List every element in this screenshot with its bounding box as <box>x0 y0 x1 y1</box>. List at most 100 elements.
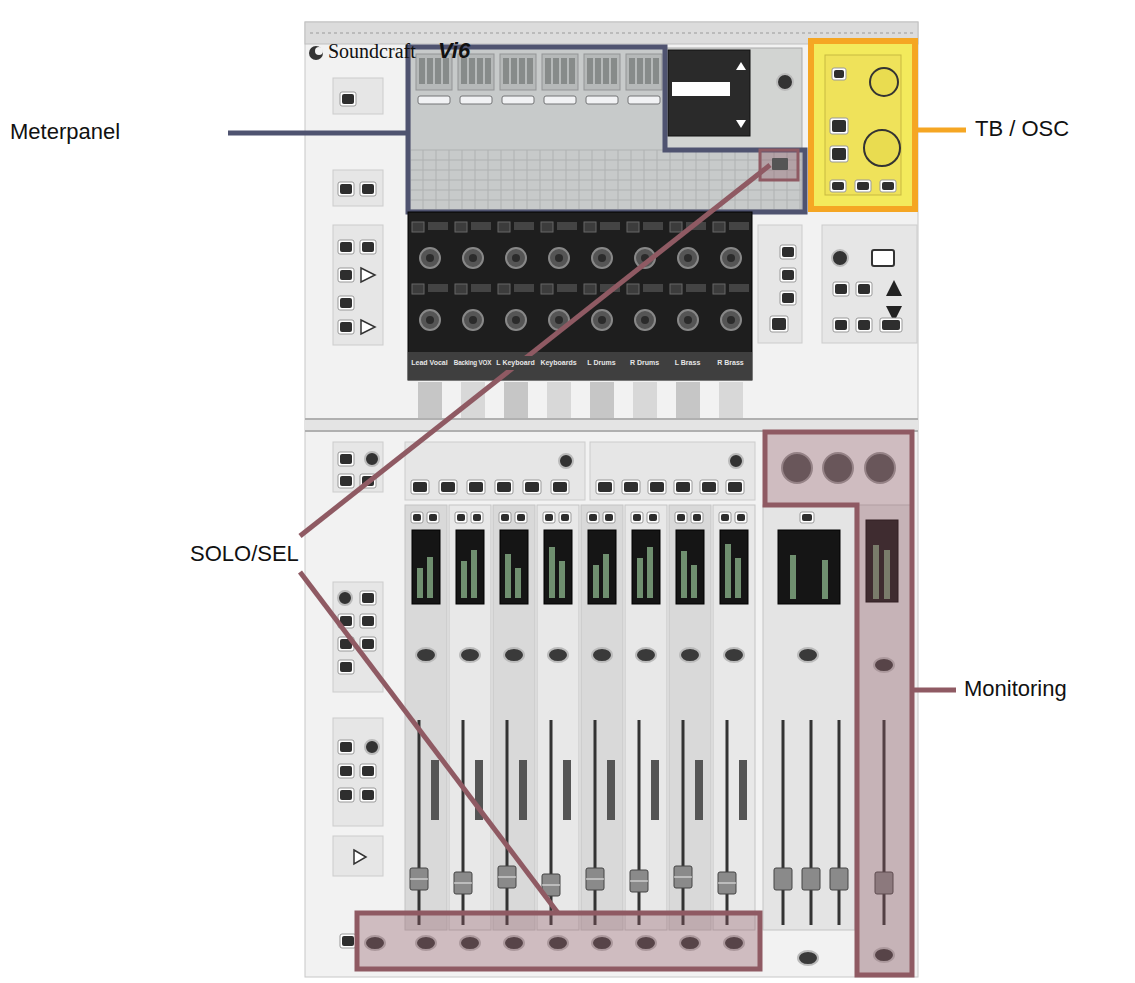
button-frame <box>523 480 541 494</box>
button <box>782 247 794 257</box>
screen-tab <box>643 222 663 230</box>
button-frame <box>338 660 354 674</box>
channel-meter <box>500 530 528 604</box>
button-frame <box>427 512 439 523</box>
top-strip-dash <box>526 33 529 34</box>
control-screen <box>408 212 752 380</box>
highlight-outline <box>811 41 915 209</box>
button-frame <box>780 245 796 259</box>
button <box>362 766 374 776</box>
button <box>340 454 352 464</box>
meter-bar <box>549 547 555 598</box>
screen-button <box>713 222 725 232</box>
top-strip-dash <box>658 33 661 34</box>
knob <box>365 452 379 466</box>
top-strip-dash <box>904 33 907 34</box>
top-strip-dash <box>364 33 367 34</box>
top-strip-dash <box>556 33 559 34</box>
button <box>469 482 483 492</box>
top-strip-dash <box>796 33 799 34</box>
oval-button <box>680 648 700 662</box>
button <box>832 120 846 132</box>
rotary-knob <box>549 248 569 268</box>
button-frame <box>856 282 872 296</box>
fader-track <box>810 720 813 925</box>
meter-bar <box>593 565 599 598</box>
highlight-outline <box>760 150 798 180</box>
oval-button <box>592 648 612 662</box>
fader-cap <box>630 870 648 892</box>
rotary-knob <box>721 248 741 268</box>
button <box>362 639 374 649</box>
fader-cap <box>718 872 736 894</box>
button <box>429 514 437 521</box>
top-strip-dash <box>898 33 901 34</box>
button-frame <box>360 240 376 254</box>
top-strip-dash <box>562 33 565 34</box>
button-frame <box>856 318 872 332</box>
button-frame <box>832 68 846 80</box>
meter-bar <box>681 551 687 598</box>
top-strip-dash <box>712 33 715 34</box>
fader-scale <box>739 760 747 820</box>
meter-bar <box>691 565 697 598</box>
button-frame <box>471 512 483 523</box>
button <box>872 250 894 266</box>
button <box>835 284 847 294</box>
screen-tab <box>729 284 749 292</box>
screen-tab <box>643 284 663 292</box>
knob <box>729 454 743 468</box>
fader-cap-line <box>630 881 648 882</box>
rotary-knob <box>426 316 434 324</box>
header-bar <box>590 442 755 500</box>
button-frame <box>543 512 555 523</box>
play-icon <box>354 850 366 864</box>
top-strip-dash <box>682 33 685 34</box>
button <box>676 482 690 492</box>
button <box>362 242 374 252</box>
screen-tab <box>428 222 448 230</box>
top-strip-dash <box>592 33 595 34</box>
oval-button <box>798 951 818 965</box>
rotary-knob <box>469 316 477 324</box>
button-group <box>333 836 383 876</box>
top-strip-dash <box>790 33 793 34</box>
rotary-knob <box>592 248 612 268</box>
top-strip-dash <box>580 33 583 34</box>
top-strip-dash <box>724 33 727 34</box>
callout-label: Monitoring <box>964 676 1067 701</box>
button-frame <box>338 764 354 778</box>
meter-bar <box>725 544 731 598</box>
button-frame <box>880 318 902 332</box>
navigation-group <box>822 225 917 343</box>
top-strip-dash <box>544 33 547 34</box>
channel-meter <box>412 530 440 604</box>
button-frame <box>880 180 896 192</box>
button <box>340 298 352 308</box>
fader-track <box>506 720 509 925</box>
top-strip-dash <box>430 33 433 34</box>
button-frame <box>338 182 354 196</box>
top-strip-dash <box>508 33 511 34</box>
button <box>693 514 701 521</box>
button <box>362 184 374 194</box>
button <box>340 790 352 800</box>
button-group <box>333 170 383 206</box>
button-frame <box>551 480 569 494</box>
screen-button <box>670 222 682 232</box>
screen-button <box>541 222 553 232</box>
button-frame <box>338 740 354 754</box>
top-strip-dash <box>466 33 469 34</box>
top-strip-dash <box>322 33 325 34</box>
top-strip-dash <box>586 33 589 34</box>
strip-tab <box>633 382 657 418</box>
button-frame <box>631 512 643 523</box>
rotary-knob <box>678 248 698 268</box>
button-frame <box>726 480 744 494</box>
rotary-knob <box>555 316 563 324</box>
top-strip-dash <box>538 33 541 34</box>
top-strip-dash <box>382 33 385 34</box>
meter-bar <box>735 558 741 598</box>
fader-track <box>682 720 685 925</box>
